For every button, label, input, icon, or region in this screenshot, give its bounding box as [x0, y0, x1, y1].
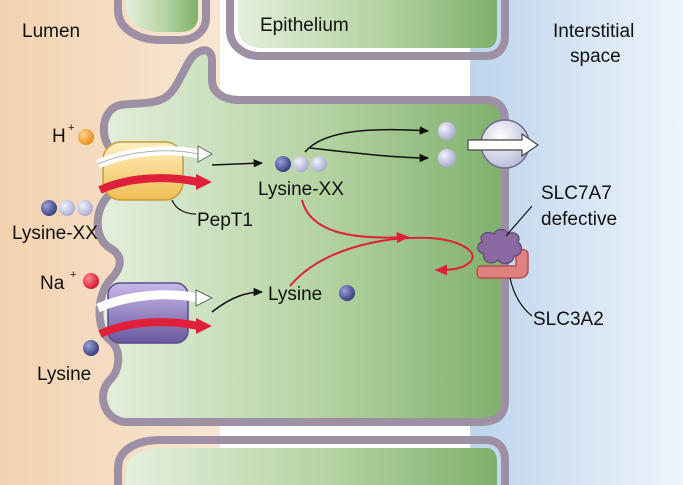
interstitial-label-line1: Interstitial — [553, 21, 634, 42]
cat-to-cell-arrow — [211, 287, 264, 313]
lysine-xx-lumen-label: Lysine-XX — [12, 223, 98, 244]
cat-sodium-arrow — [96, 290, 199, 313]
lysine-to-slc7a7-arrow — [289, 236, 474, 287]
xx-dot — [438, 122, 456, 140]
epithelium-label: Epithelium — [260, 15, 349, 36]
neighbor-cell-top — [114, 0, 509, 60]
sodium-charge: + — [70, 269, 76, 281]
slc7a7-label-line2: defective — [541, 209, 617, 230]
epithelial-cell — [93, 46, 509, 426]
xx-dot — [77, 200, 93, 216]
lysine-dot — [275, 156, 291, 172]
slc3a2-label: SLC3A2 — [533, 309, 604, 330]
lysine-dot — [339, 285, 355, 301]
slc3a2-leader-line — [509, 277, 533, 317]
xx-dot — [438, 149, 456, 167]
pept1-label: PepT1 — [197, 210, 253, 231]
hydrolysis-arrow-upper — [304, 126, 430, 153]
lysine-xx-to-slc7a7-arrow — [301, 199, 410, 244]
lysine-cell-label: Lysine — [268, 284, 322, 305]
proton-charge: + — [68, 122, 74, 134]
hydrolysis-arrow-lower — [309, 147, 430, 163]
interstitial-label-line2: space — [570, 46, 621, 67]
lysine-lumen-label: Lysine — [37, 364, 91, 385]
sodium-label: Na — [40, 273, 65, 294]
lumen-label: Lumen — [22, 21, 80, 42]
cat-lysine-arrow — [98, 318, 199, 338]
pept1-leader-line — [171, 199, 197, 215]
lysine-dot — [83, 340, 99, 356]
pept1-substrate-arrow — [98, 174, 199, 194]
proton-dot — [78, 129, 94, 145]
lysine-xx-cell-label: Lysine-XX — [258, 179, 344, 200]
sodium-dot — [83, 273, 99, 289]
xx-dot — [293, 156, 309, 172]
xx-dot — [59, 200, 75, 216]
proton-label: H — [52, 126, 66, 147]
xx-dot — [311, 156, 327, 172]
slc7a7-leader-line — [505, 205, 533, 237]
slc7a7-protein — [477, 228, 523, 265]
neighbor-cell-bottom — [114, 436, 509, 485]
lysine-dot — [41, 200, 57, 216]
pept1-to-cell-arrow — [211, 159, 264, 168]
export-arrow — [467, 132, 540, 158]
slc7a7-label-line1: SLC7A7 — [541, 183, 612, 204]
